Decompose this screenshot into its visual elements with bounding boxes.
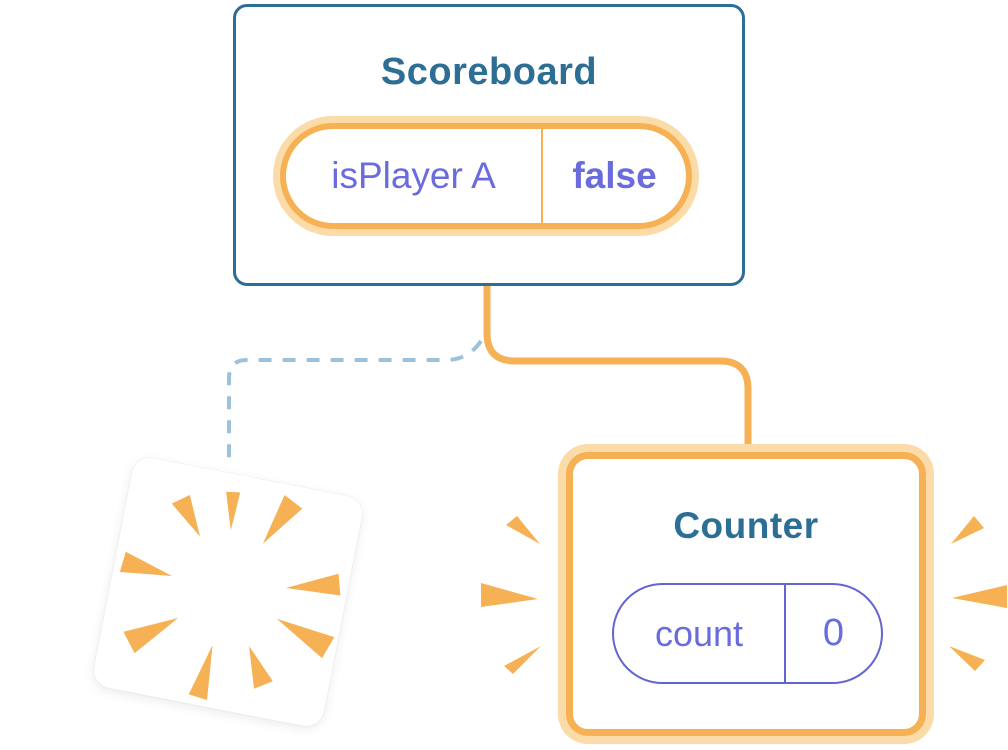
- counter-component-card: Counter count 0: [566, 452, 926, 736]
- emphasis-burst-right-icon: [949, 516, 1007, 671]
- connector-dashed-line: [227, 339, 483, 468]
- emphasis-burst-left-icon: [481, 516, 541, 674]
- state-value: false: [572, 155, 657, 196]
- poof-burst-icon: [119, 491, 341, 700]
- state-value: 0: [822, 612, 845, 654]
- scoreboard-state-pill: isPlayer A false: [280, 123, 692, 229]
- state-name: isPlayer A: [286, 129, 543, 223]
- state-name: count: [614, 585, 786, 682]
- counter-title: Counter: [673, 505, 819, 546]
- removed-component-card: [90, 454, 366, 730]
- scoreboard-component-card: Scoreboard isPlayer A false: [233, 4, 745, 286]
- counter-state-pill: count 0: [612, 583, 883, 684]
- connector-solid-line: [483, 284, 752, 450]
- scoreboard-title: Scoreboard: [380, 51, 598, 93]
